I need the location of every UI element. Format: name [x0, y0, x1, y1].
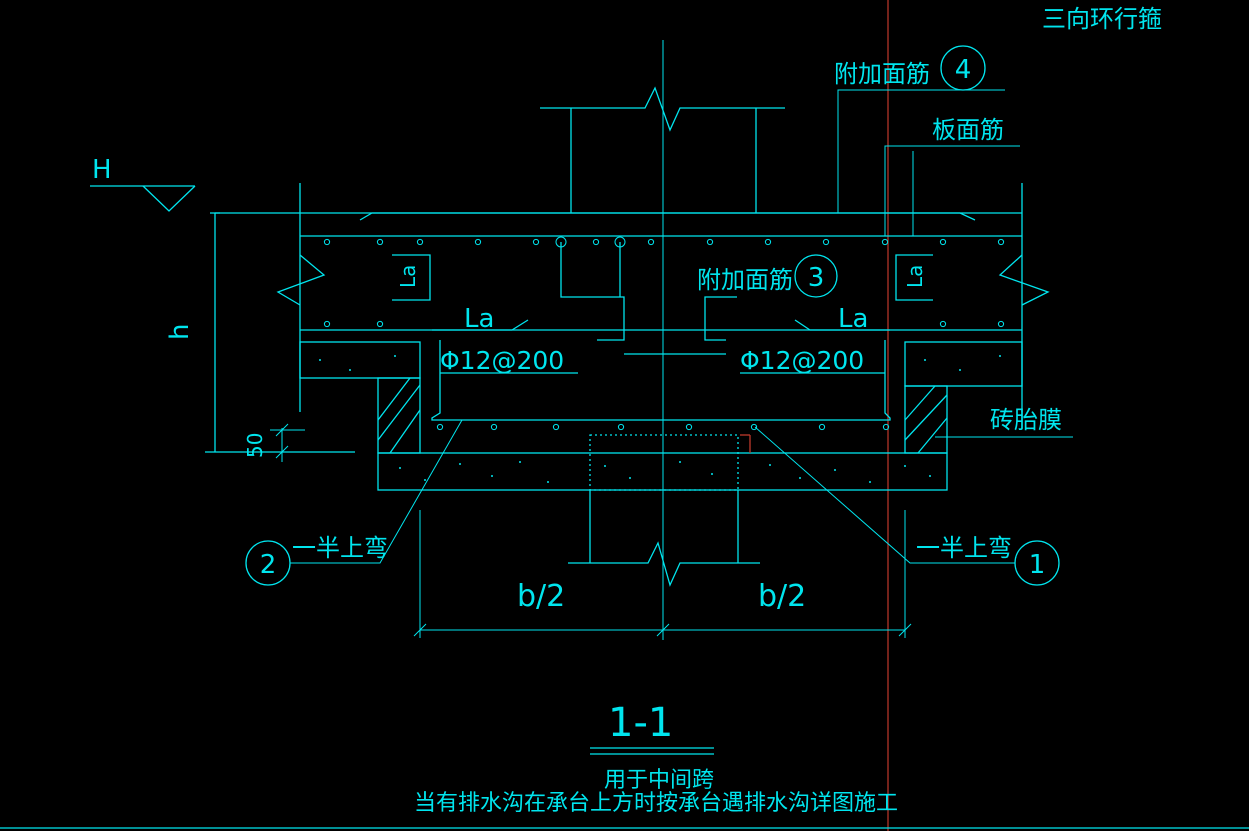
callout-3-number: 3: [808, 263, 825, 293]
la-hooks-top: [392, 254, 933, 301]
extra-top-bar-3-shape: [560, 242, 737, 355]
callout-4-number: 4: [955, 55, 972, 85]
la-arrows-mid: [432, 319, 890, 374]
cushion-layer: [377, 434, 948, 491]
side-blocks: [299, 341, 1023, 454]
bottom-rebar: [431, 340, 891, 421]
extra-top-bar-4-label: 附加面筋: [834, 60, 930, 88]
slab-outline: [215, 183, 1050, 412]
callout-2-number: 2: [260, 550, 277, 580]
la-left-top-label: La: [396, 265, 420, 288]
callout-1-number: 1: [1029, 550, 1046, 580]
rebar-right-label: Φ12@200: [740, 346, 864, 375]
construction-note: 当有排水沟在承台上方时按承台遇排水沟详图施工: [414, 791, 898, 816]
callout-circle-4: [940, 45, 986, 91]
section-title: 1-1: [608, 700, 673, 746]
la-right-mid-label: La: [838, 304, 868, 334]
callout-circle-2: [245, 540, 291, 586]
dim-50-lines: [270, 423, 305, 462]
extra-top-bar-3-label: 附加面筋: [697, 266, 793, 294]
rebar-left-label: Φ12@200: [440, 346, 564, 375]
elevation-marker: [90, 185, 355, 453]
dim-50-label: 50: [243, 433, 267, 458]
height-h-label: h: [165, 324, 195, 340]
la-left-mid-label: La: [464, 304, 494, 334]
callout-circle-3: [794, 254, 838, 298]
b-half-right-label: b/2: [758, 579, 806, 614]
brick-form-label: 砖胎膜: [990, 406, 1062, 434]
b-dimension-lines: [413, 510, 912, 638]
b-half-left-label: b/2: [517, 579, 565, 614]
column-top: [540, 86, 785, 213]
top-rebar-dots: [323, 236, 1005, 328]
section-subtitle: 用于中间跨: [604, 768, 714, 793]
callout-circle-1: [1014, 540, 1060, 586]
half-bent-right-label: 一半上弯: [916, 534, 1012, 562]
concrete-speckles: [319, 355, 1001, 483]
slab-top-bar-label: 板面筋: [932, 116, 1004, 144]
elevation-h-label: H: [92, 155, 112, 185]
column-bottom: [568, 490, 760, 587]
ring-stirrup-label: 三向环行箍: [1042, 5, 1162, 33]
bottom-rebar-dots: [436, 423, 890, 431]
leader-lines: [290, 89, 1073, 564]
la-right-top-label: La: [903, 265, 927, 288]
title-underline: [0, 747, 1249, 829]
half-bent-left-label: 一半上弯: [292, 534, 388, 562]
